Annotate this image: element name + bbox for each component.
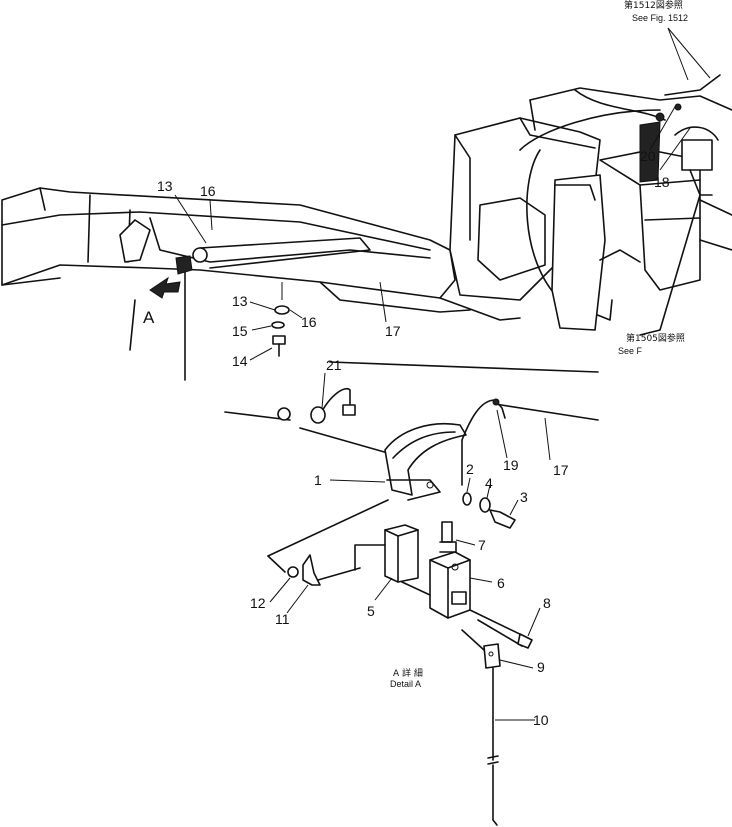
view-arrow-a: A (143, 276, 181, 327)
reference-leaders (649, 27, 711, 171)
callout-6: 6 (497, 575, 505, 591)
callout-17-detail: 17 (553, 462, 569, 478)
right-ref-en: See F (618, 346, 643, 356)
callout-19: 19 (503, 457, 519, 473)
callout-4: 4 (485, 475, 493, 491)
callout-10: 10 (533, 712, 549, 728)
detail-callout-numbers: 21 1 2 4 3 19 17 7 6 5 12 11 8 9 10 (250, 357, 569, 728)
detail-label-en: Detail A (390, 679, 421, 689)
callout-9: 9 (537, 659, 545, 675)
callout-7: 7 (478, 537, 486, 553)
callout-3: 3 (520, 489, 528, 505)
callout-5: 5 (367, 603, 375, 619)
detail-a-assembly (224, 361, 599, 826)
callout-13-upper: 13 (157, 178, 173, 194)
callout-16-upper: 16 (200, 183, 216, 199)
callout-1: 1 (314, 472, 322, 488)
right-ref-cjk: 第1505図参照 (626, 332, 685, 344)
callout-17-upper: 17 (385, 323, 401, 339)
callout-14: 14 (232, 353, 248, 369)
reference-labels: 第1512図参照 See Fig. 1512 第1505図参照 See F A … (390, 0, 688, 689)
callout-16-lower: 16 (301, 314, 317, 330)
top-ref-en: See Fig. 1512 (632, 13, 688, 23)
machine-assembly (1, 87, 732, 331)
callout-12: 12 (250, 595, 266, 611)
callout-18: 18 (654, 174, 670, 190)
callout-21: 21 (326, 357, 342, 373)
callout-13-lower: 13 (232, 293, 248, 309)
upper-hardware (174, 194, 387, 361)
top-ref-cjk: 第1512図参照 (624, 0, 683, 11)
callout-8: 8 (543, 595, 551, 611)
callout-2: 2 (466, 461, 474, 477)
upper-wiring (129, 74, 721, 381)
callout-15: 15 (232, 323, 248, 339)
callout-20: 20 (640, 148, 656, 164)
upper-callout-numbers: 13 16 13 15 16 14 17 18 20 (157, 148, 670, 369)
view-letter: A (143, 308, 155, 327)
detail-label-cjk: A 詳 細 (393, 667, 423, 679)
callout-11: 11 (275, 611, 290, 627)
